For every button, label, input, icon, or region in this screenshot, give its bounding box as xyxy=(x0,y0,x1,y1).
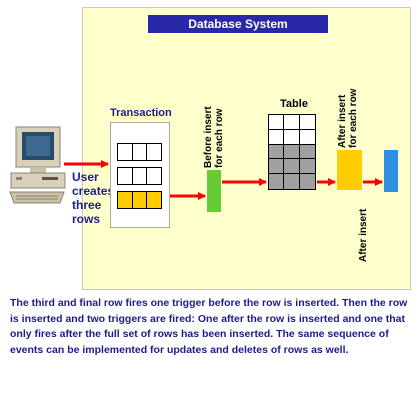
user-label-line-2: creates xyxy=(72,184,115,198)
before-insert-trigger xyxy=(207,170,221,212)
transaction-box xyxy=(110,122,170,228)
user-label-line-3: three xyxy=(72,198,102,212)
after-insert-trigger xyxy=(384,150,398,192)
table-grid xyxy=(268,114,316,190)
computer-icon xyxy=(9,126,66,204)
transaction-row-2 xyxy=(117,167,162,185)
transaction-row-1 xyxy=(117,143,162,161)
user-label-line-4: rows xyxy=(72,212,101,226)
transaction-row-3-highlighted xyxy=(117,191,162,209)
after-insert-each-row-trigger xyxy=(337,150,362,190)
transaction-title: Transaction xyxy=(110,107,172,119)
table-title: Table xyxy=(280,98,308,110)
user-label-line-1: User xyxy=(72,170,99,184)
user-creates-rows-label: User creates three rows xyxy=(72,170,114,226)
caption-text: The third and final row fires one trigge… xyxy=(10,297,408,356)
database-system-title: Database System xyxy=(148,15,328,33)
